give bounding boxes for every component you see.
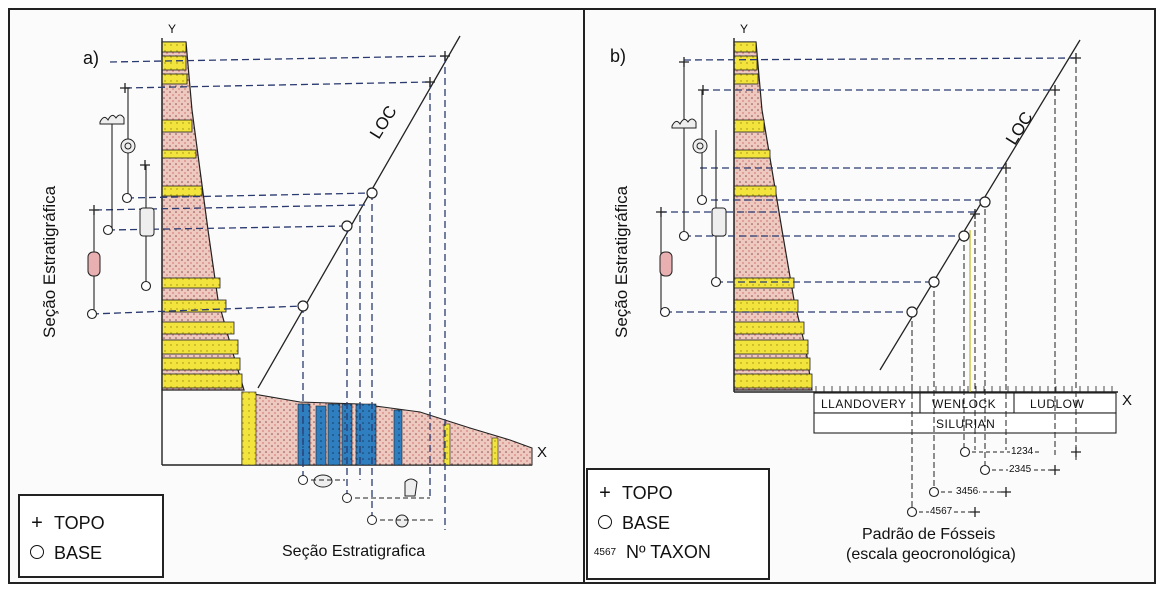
taxon-3456: 3456 — [955, 486, 980, 497]
legend-a: + TOPO BASE — [18, 494, 164, 578]
section-label-a: Seção Estratigráfica — [40, 185, 59, 338]
legend-b-base-text: BASE — [622, 513, 671, 533]
fossil-icons-b — [659, 118, 727, 277]
section-label-b: Seção Estratigráfica — [612, 185, 631, 338]
topo-crosses-a — [89, 51, 450, 215]
correlation-lines-b — [660, 57, 1077, 313]
panel-divider — [583, 8, 585, 584]
legend-b: + TOPO BASE 4567 Nº TAXON — [586, 468, 770, 580]
section-b-column — [733, 41, 813, 391]
section-a-column — [161, 41, 245, 391]
x-axis-b-label: X — [1122, 392, 1133, 409]
section-a-horizontal-beds — [241, 391, 499, 466]
legend-b-topo: + TOPO — [588, 482, 673, 505]
loc-points-a — [297, 187, 378, 312]
panel-a-label: a) — [83, 48, 100, 68]
circle-icon — [20, 542, 54, 565]
plus-icon: + — [599, 482, 611, 504]
caption-line1: Padrão de Fósseis — [862, 526, 996, 543]
stage-llandovery: LLANDOVERY — [821, 397, 907, 411]
legend-b-topo-text: TOPO — [622, 483, 673, 503]
timescale-table — [813, 392, 1117, 434]
circle-icon — [588, 512, 622, 535]
legend-b-base: BASE — [588, 512, 670, 535]
y-axis-a-label: Y — [168, 22, 177, 36]
taxon-base-circles-b — [906, 446, 991, 518]
taxon-ranges-b — [912, 451, 1055, 513]
base-circles-a — [86, 192, 152, 320]
section-a-yellow-beds — [161, 41, 243, 389]
fossil-icons-a — [87, 114, 418, 528]
panel-b-diagram — [656, 38, 1118, 518]
period-silurian: SILURIAN — [936, 417, 996, 431]
base-circles-b — [659, 194, 722, 318]
legend-b-taxon-text: Nº TAXON — [626, 542, 711, 562]
loc-line-a — [257, 35, 461, 389]
panel-b-label: b) — [610, 46, 627, 66]
x-axis-a-label: X — [537, 444, 548, 461]
stage-wenlock: WENLOCK — [932, 397, 997, 411]
lower-circles-a — [298, 475, 377, 525]
caption-line2: (escala geocronológica) — [846, 546, 1016, 563]
legend-a-topo: + TOPO — [20, 512, 105, 535]
taxon-1234: 1234 — [1010, 446, 1035, 457]
section-a-horizontal — [241, 391, 533, 466]
legend-b-taxon-example: 4567 — [593, 547, 617, 558]
legend-a-base: BASE — [20, 542, 102, 565]
vertical-projections-b — [911, 58, 1077, 512]
taxon-2345: 2345 — [1008, 464, 1033, 475]
stage-ludlow: LUDLOW — [1030, 397, 1085, 411]
taxon-4567: 4567 — [929, 506, 954, 517]
taxon-top-crosses-b — [970, 447, 1081, 517]
lower-connectors-a — [303, 479, 435, 521]
plus-icon: + — [31, 512, 43, 534]
panel-a-diagram — [86, 35, 533, 530]
legend-b-taxon: 4567 Nº TAXON — [588, 542, 711, 563]
fossil-ranges-b — [660, 62, 717, 312]
y-axis-b-label: Y — [740, 22, 749, 36]
loc-points-b — [906, 196, 991, 318]
legend-a-topo-text: TOPO — [54, 513, 105, 533]
legend-a-base-text: BASE — [54, 543, 103, 563]
bottom-label-a: Seção Estratigrafica — [282, 543, 426, 560]
